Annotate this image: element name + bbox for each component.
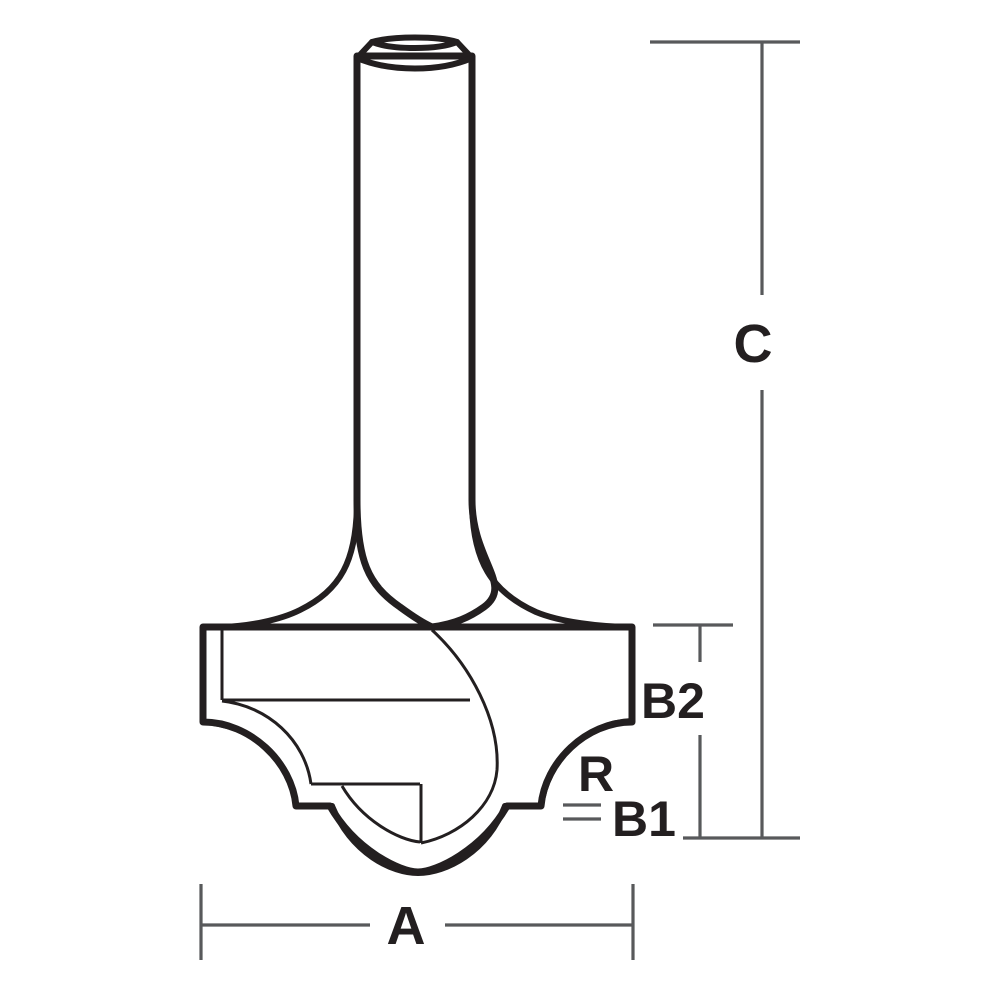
dimension-B2-label: B2: [641, 673, 705, 729]
dimension-B1: B1: [563, 791, 676, 847]
ogee-bottom-round-inner: [340, 785, 421, 844]
router-bit-part: [199, 34, 636, 876]
dimension-B2: B2: [641, 623, 733, 838]
dimension-C: C: [650, 40, 800, 840]
dimension-A-label: A: [387, 896, 426, 956]
ogee-cove-left-outer: [200, 719, 299, 809]
dimension-R-label: R: [578, 746, 614, 802]
cutting-edge-sweep: [420, 628, 499, 845]
shank-fillet-left: [219, 497, 360, 630]
shank-chamfer-base-curve: [354, 55, 475, 72]
dimension-B1-label: B1: [612, 791, 676, 847]
shank-top-chamfer-left: [354, 39, 375, 61]
dimension-C-label: C: [734, 314, 773, 374]
shank-fillet-right: [469, 497, 635, 630]
shank-top-chamfer-right: [454, 39, 475, 61]
ogee-bottom-round: [329, 803, 508, 876]
dimension-R: R: [578, 746, 614, 802]
ogee-cove-right-outer: [538, 718, 635, 809]
ogee-cove-left-inner: [221, 699, 313, 785]
dimension-A: A: [199, 884, 635, 960]
shank-top-face-ellipse: [369, 34, 460, 51]
